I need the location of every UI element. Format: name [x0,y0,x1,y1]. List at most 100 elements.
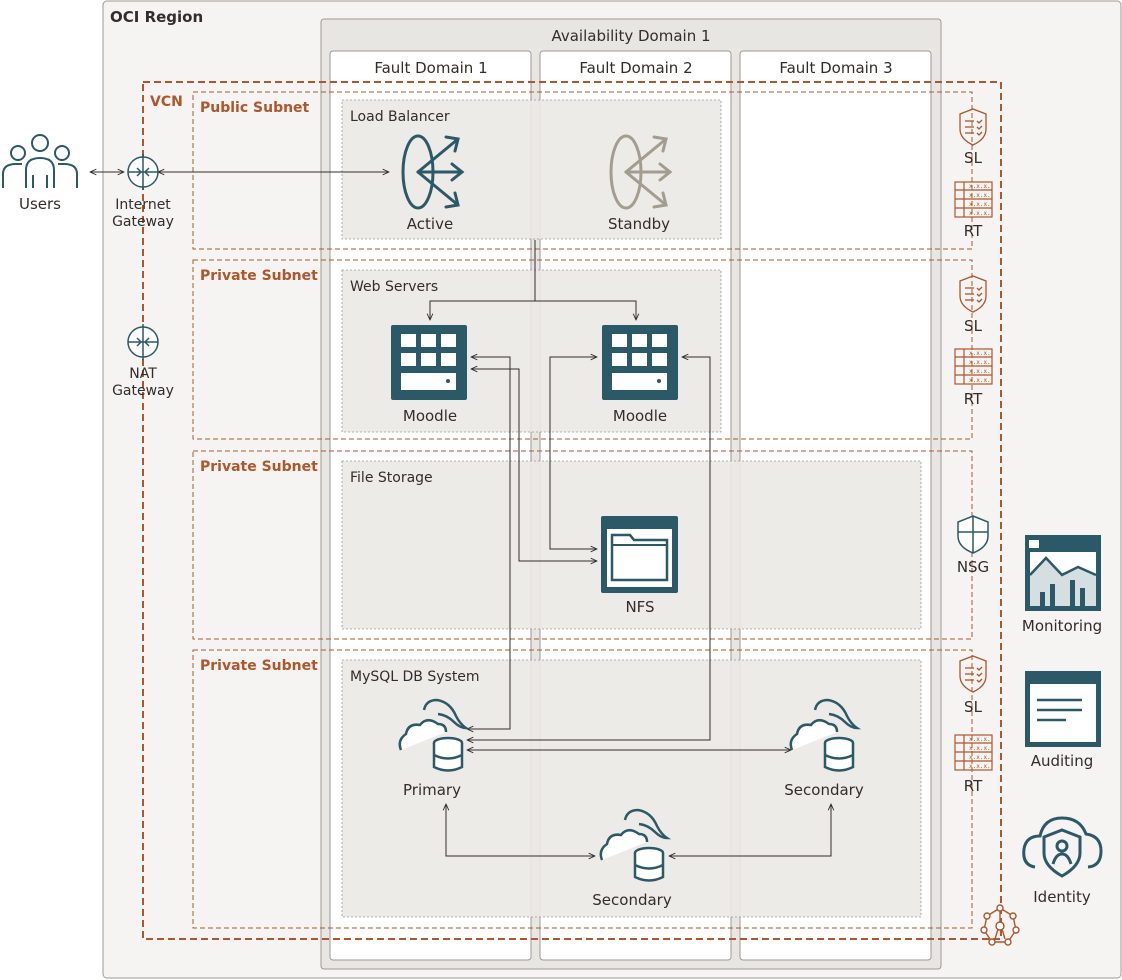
lb-standby-label: Standby [608,215,670,233]
rt-1-label: RT [964,222,983,240]
monitoring-icon [1025,535,1101,611]
db-primary-label: Primary [403,781,461,799]
gateway-icon [127,324,159,360]
compute-icon [391,325,467,400]
svg-text:x.x.x.: x.x.x. [969,745,991,752]
fault-domain-3-label: Fault Domain 3 [779,59,892,77]
load-balancer-icon [609,134,673,210]
sl-2-label: SL [964,317,983,335]
auditing-label: Auditing [1031,752,1094,770]
users-node: Users [2,134,78,213]
file-storage-icon [601,516,678,593]
load-balancer-group-label: Load Balancer [350,109,450,125]
gateway-icon [127,154,159,190]
route-table-icon: x.x.x. x.x.x. x.x.x. x.x.x. [954,348,993,385]
availability-domain-label: Availability Domain 1 [551,27,710,45]
svg-text:x.x.x.: x.x.x. [969,754,991,761]
identity-label: Identity [1033,888,1091,906]
mysql-icon [599,808,672,882]
sl-3-label: SL [964,698,983,716]
svg-text:x.x.x.: x.x.x. [969,368,991,375]
db-secondary-bottom-node: Secondary [592,808,672,909]
route-table-3: x.x.x. x.x.x. x.x.x. x.x.x. RT [954,734,993,795]
primary-secondary2-link [446,804,595,856]
nfs-label: NFS [625,598,654,616]
route-table-2: x.x.x. x.x.x. x.x.x. x.x.x. RT [954,348,993,408]
nsg-icon [957,515,989,554]
lb-active-node: Active [401,134,465,233]
auditing-icon [1025,671,1101,747]
vcn: VCN [142,81,1020,946]
security-list-icon [959,108,987,146]
moodle-node-2: Moodle [602,325,678,425]
route-table-icon: x.x.x. x.x.x. x.x.x. x.x.x. [954,734,993,771]
db-secondary-right-node: Secondary [784,698,864,799]
web-servers-group-label: Web Servers [350,279,438,295]
private-subnet-db: Private Subnet [192,649,973,929]
file-storage-group-label: File Storage [350,470,433,486]
secondary-secondary2-link [669,804,831,856]
svg-text:x.x.x.: x.x.x. [969,183,991,190]
nat-gateway-node: NAT Gateway [112,324,174,399]
vcn-icon [980,904,1020,946]
security-list-3: SL [959,655,987,716]
mysql-icon [398,698,471,772]
lb-active-label: Active [407,215,453,233]
identity-service: Identity [1022,816,1103,906]
nat-label-1: NAT [129,366,157,382]
moodle2-db-link [467,357,711,740]
mysql-icon [789,698,862,772]
fault-domain-2-label: Fault Domain 2 [579,59,692,77]
nfs-node: NFS [601,516,678,616]
db-secondary-right-label: Secondary [784,781,864,799]
public-subnet-label: Public Subnet [200,100,310,116]
svg-text:x.x.x.: x.x.x. [969,201,991,208]
private-subnet-fs-label: Private Subnet [200,459,318,475]
moodle-2-label: Moodle [613,407,667,425]
nsg-label: NSG [957,558,989,576]
identity-icon [1022,816,1103,878]
route-table-icon: x.x.x. x.x.x. x.x.x. x.x.x. [954,181,993,218]
svg-text:x.x.x.: x.x.x. [969,763,991,770]
sl-1-label: SL [964,149,983,167]
compute-icon [602,325,678,400]
load-balancer-group: Load Balancer [341,99,722,240]
security-list-2: SL [959,275,987,335]
fault-domain-1-label: Fault Domain 1 [374,59,487,77]
moodle-1-label: Moodle [403,407,457,425]
nsg-node: NSG [957,515,989,576]
private-subnet-db-label: Private Subnet [200,658,318,674]
users-icon [2,134,78,188]
mysql-group-label: MySQL DB System [350,669,480,685]
svg-text:x.x.x.: x.x.x. [969,377,991,384]
db-primary-node: Primary [398,698,471,799]
db-secondary-bottom-label: Secondary [592,891,672,909]
monitoring-service: Monitoring [1022,535,1102,635]
svg-text:x.x.x.: x.x.x. [969,359,991,366]
route-table-1: x.x.x. x.x.x. x.x.x. x.x.x. RT [954,181,993,240]
lb-standby-node: Standby [608,134,673,233]
monitoring-label: Monitoring [1022,617,1102,635]
security-list-icon [959,275,987,313]
nat-label-2: Gateway [112,383,174,399]
moodle-node-1: Moodle [391,325,467,425]
users-label: Users [19,195,61,213]
svg-text:x.x.x.: x.x.x. [969,210,991,217]
rt-2-label: RT [964,390,983,408]
svg-text:x.x.x.: x.x.x. [969,192,991,199]
auditing-service: Auditing [1025,671,1101,770]
internet-gateway-node: Internet Gateway [112,154,174,230]
svg-text:x.x.x.: x.x.x. [969,736,991,743]
vcn-label: VCN [150,94,183,110]
region-label: OCI Region [110,8,203,26]
svg-text:x.x.x.: x.x.x. [969,350,991,357]
private-subnet-web-label: Private Subnet [200,268,318,284]
connectors [90,172,831,856]
security-list-1: SL [959,108,987,167]
igw-label-2: Gateway [112,214,174,230]
security-list-icon [959,655,987,693]
load-balancer-icon [401,134,465,210]
rt-3-label: RT [964,777,983,795]
igw-label-1: Internet [115,197,171,213]
